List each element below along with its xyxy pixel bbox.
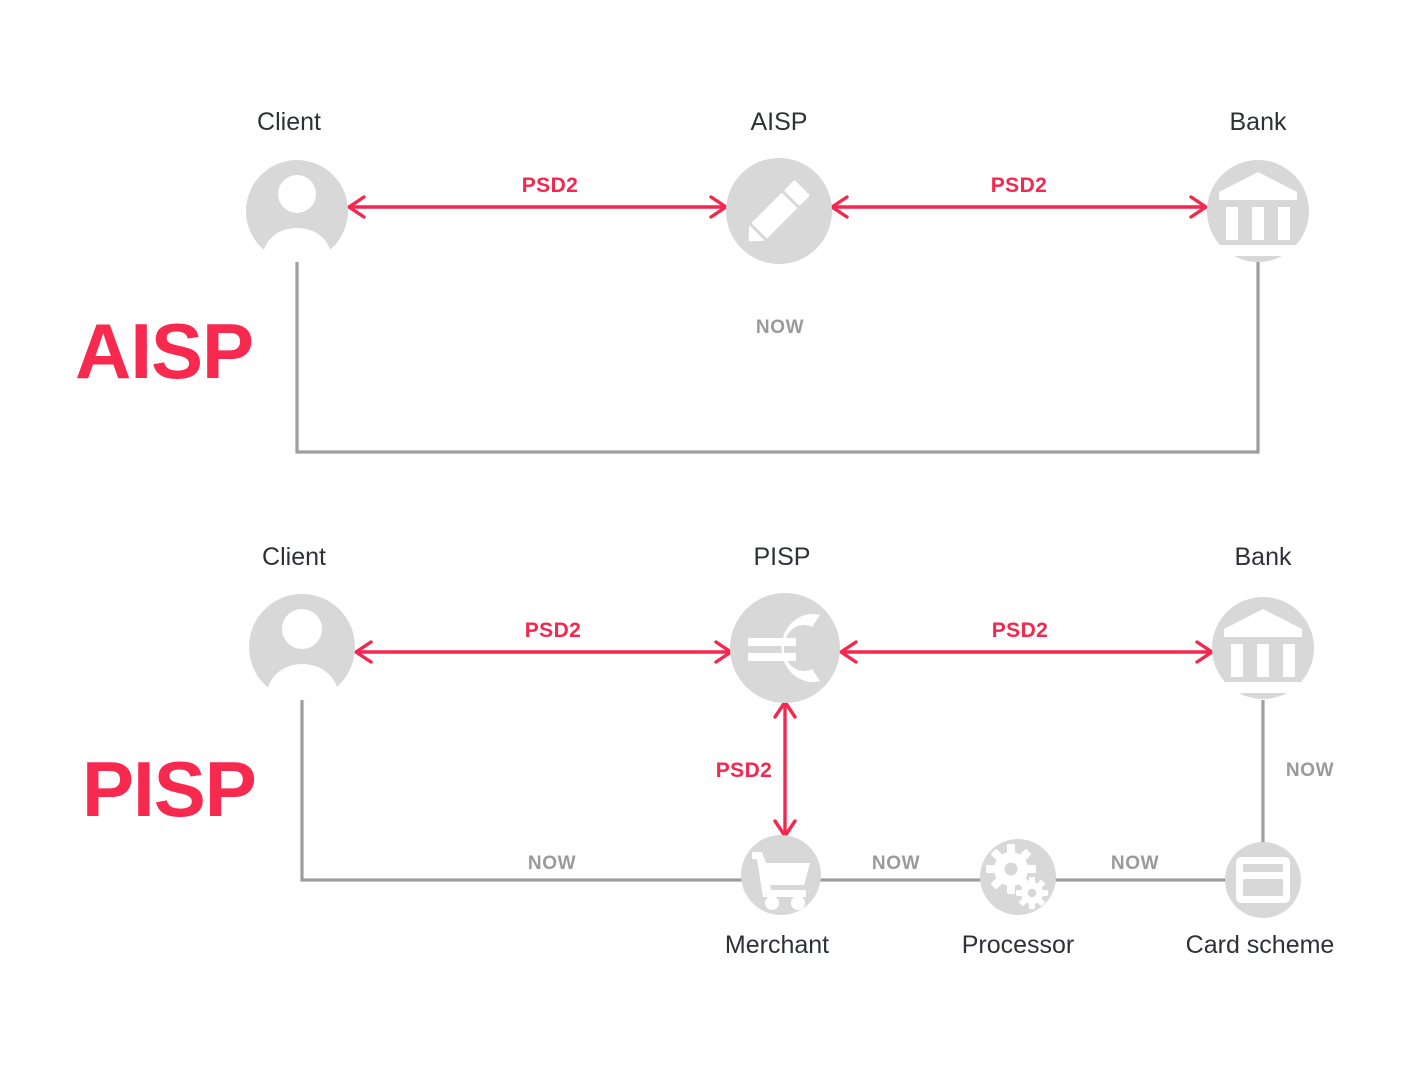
- node-label-merchant: Merchant: [725, 931, 829, 959]
- psd2-label-client-aisp: PSD2: [522, 174, 578, 197]
- section-title-aisp: AISP: [75, 307, 253, 395]
- arrowhead-right-aisp-bank: [1189, 195, 1208, 219]
- node-label-bank-pisp: Bank: [1235, 543, 1292, 571]
- psd2-label-client-pisp: PSD2: [525, 619, 581, 642]
- psd2-label-pisp-bank: PSD2: [992, 619, 1048, 642]
- gears-icon: [986, 844, 1048, 909]
- psd2-label-aisp-bank: PSD2: [991, 174, 1047, 197]
- euro-icon: [748, 614, 820, 682]
- node-card-scheme[interactable]: Card scheme: [1186, 842, 1335, 959]
- now-path-client-bank-aisp: [295, 262, 1260, 454]
- section-title-pisp: PISP: [82, 745, 256, 833]
- section-aisp: NOW PSD2 PSD2 Client AISP: [75, 108, 1309, 454]
- node-label-client-aisp: Client: [257, 108, 321, 136]
- psd2-arrow-merchant-pisp: PSD2: [716, 700, 797, 838]
- node-label-client-pisp: Client: [262, 543, 326, 571]
- now-label-client-bank-aisp: NOW: [756, 317, 804, 338]
- user-icon: [266, 609, 339, 700]
- node-processor[interactable]: Processor: [962, 839, 1075, 959]
- arrowhead-left-client-aisp: [347, 195, 366, 219]
- arrowhead-left-client-pisp: [354, 640, 373, 664]
- node-client-aisp[interactable]: Client: [246, 108, 348, 262]
- arrowhead-right-client-aisp: [709, 195, 728, 219]
- now-label-processor-card: NOW: [1111, 853, 1159, 874]
- node-label-aisp: AISP: [751, 108, 808, 136]
- node-label-pisp: PISP: [754, 543, 811, 571]
- node-pisp[interactable]: PISP: [730, 543, 840, 703]
- arrowhead-left-pisp-bank: [839, 640, 858, 664]
- psd2-arrow-client-aisp: PSD2: [347, 174, 728, 219]
- now-label-bank-card: NOW: [1286, 760, 1334, 781]
- node-label-bank-aisp: Bank: [1230, 108, 1287, 136]
- bank-icon: [1224, 609, 1302, 693]
- user-icon: [262, 175, 332, 262]
- pencil-icon: [748, 180, 810, 242]
- shopping-cart-icon: [752, 852, 810, 910]
- node-bank-pisp[interactable]: Bank: [1212, 543, 1314, 699]
- credit-card-icon: [1236, 857, 1290, 903]
- arrowhead-right-pisp-bank: [1195, 640, 1214, 664]
- node-label-card-scheme: Card scheme: [1186, 931, 1335, 959]
- psd2-arrow-pisp-bank: PSD2: [839, 619, 1214, 664]
- node-client-pisp[interactable]: Client: [249, 543, 355, 700]
- node-circle-pisp[interactable]: [730, 593, 840, 703]
- now-label-client-merchant: NOW: [528, 853, 576, 874]
- arrowhead-left-aisp-bank: [830, 195, 849, 219]
- psd2-arrow-client-pisp: PSD2: [354, 619, 733, 664]
- now-path-client-merchant-processor-card: [300, 700, 1263, 882]
- psd2-arrow-aisp-bank: PSD2: [830, 174, 1208, 219]
- section-pisp: NOW NOW NOW NOW PSD2 PSD2 PSD2 Client: [82, 543, 1334, 959]
- bank-icon: [1219, 172, 1297, 256]
- node-aisp[interactable]: AISP: [726, 108, 832, 264]
- node-merchant[interactable]: Merchant: [725, 835, 829, 959]
- node-bank-aisp[interactable]: Bank: [1207, 108, 1309, 262]
- now-label-merchant-processor: NOW: [872, 853, 920, 874]
- node-label-processor: Processor: [962, 931, 1075, 959]
- psd2-label-merchant-pisp: PSD2: [716, 759, 772, 782]
